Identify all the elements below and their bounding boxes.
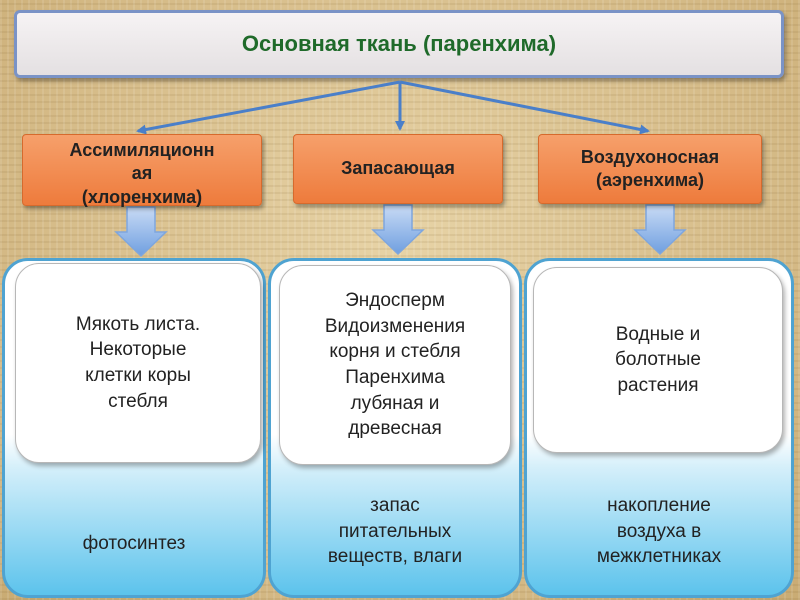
down-arrow-3 (633, 204, 687, 256)
category-assimilation: Ассимиляционн ая (хлоренхима) (22, 134, 262, 207)
panel-aerenchyma: Водные и болотные растения накопление во… (524, 258, 794, 598)
category-assimilation-label: Ассимиляционн ая (хлоренхима) (69, 139, 215, 207)
category-storage-label: Запасающая (341, 158, 455, 179)
description-aerenchyma: Водные и болотные растения (533, 267, 783, 453)
arrow-to-assimilation (136, 80, 401, 135)
category-storage: Запасающая (293, 134, 503, 204)
panel-storage: Эндосперм Видоизменения корня и стебля П… (268, 258, 522, 598)
function-storage: запас питательных веществ, влаги (327, 495, 463, 568)
description-assimilation: Мякоть листа. Некоторые клетки коры стеб… (15, 263, 261, 463)
down-arrow-2 (371, 204, 425, 256)
category-aerenchyma-label: Воздухоносная (аэренхима) (580, 146, 720, 190)
function-assimilation: фотосинтез (82, 533, 186, 554)
arrow-to-aerenchyma (399, 80, 650, 135)
category-aerenchyma: Воздухоносная (аэренхима) (538, 134, 762, 204)
panel-assimilation: Мякоть листа. Некоторые клетки коры стеб… (2, 258, 266, 598)
function-aerenchyma: накопление воздуха в межклетниках (596, 495, 722, 568)
description-storage: Эндосперм Видоизменения корня и стебля П… (279, 265, 511, 465)
diagram-title: Основная ткань (паренхима) (14, 10, 784, 78)
down-arrow-1 (114, 206, 168, 258)
